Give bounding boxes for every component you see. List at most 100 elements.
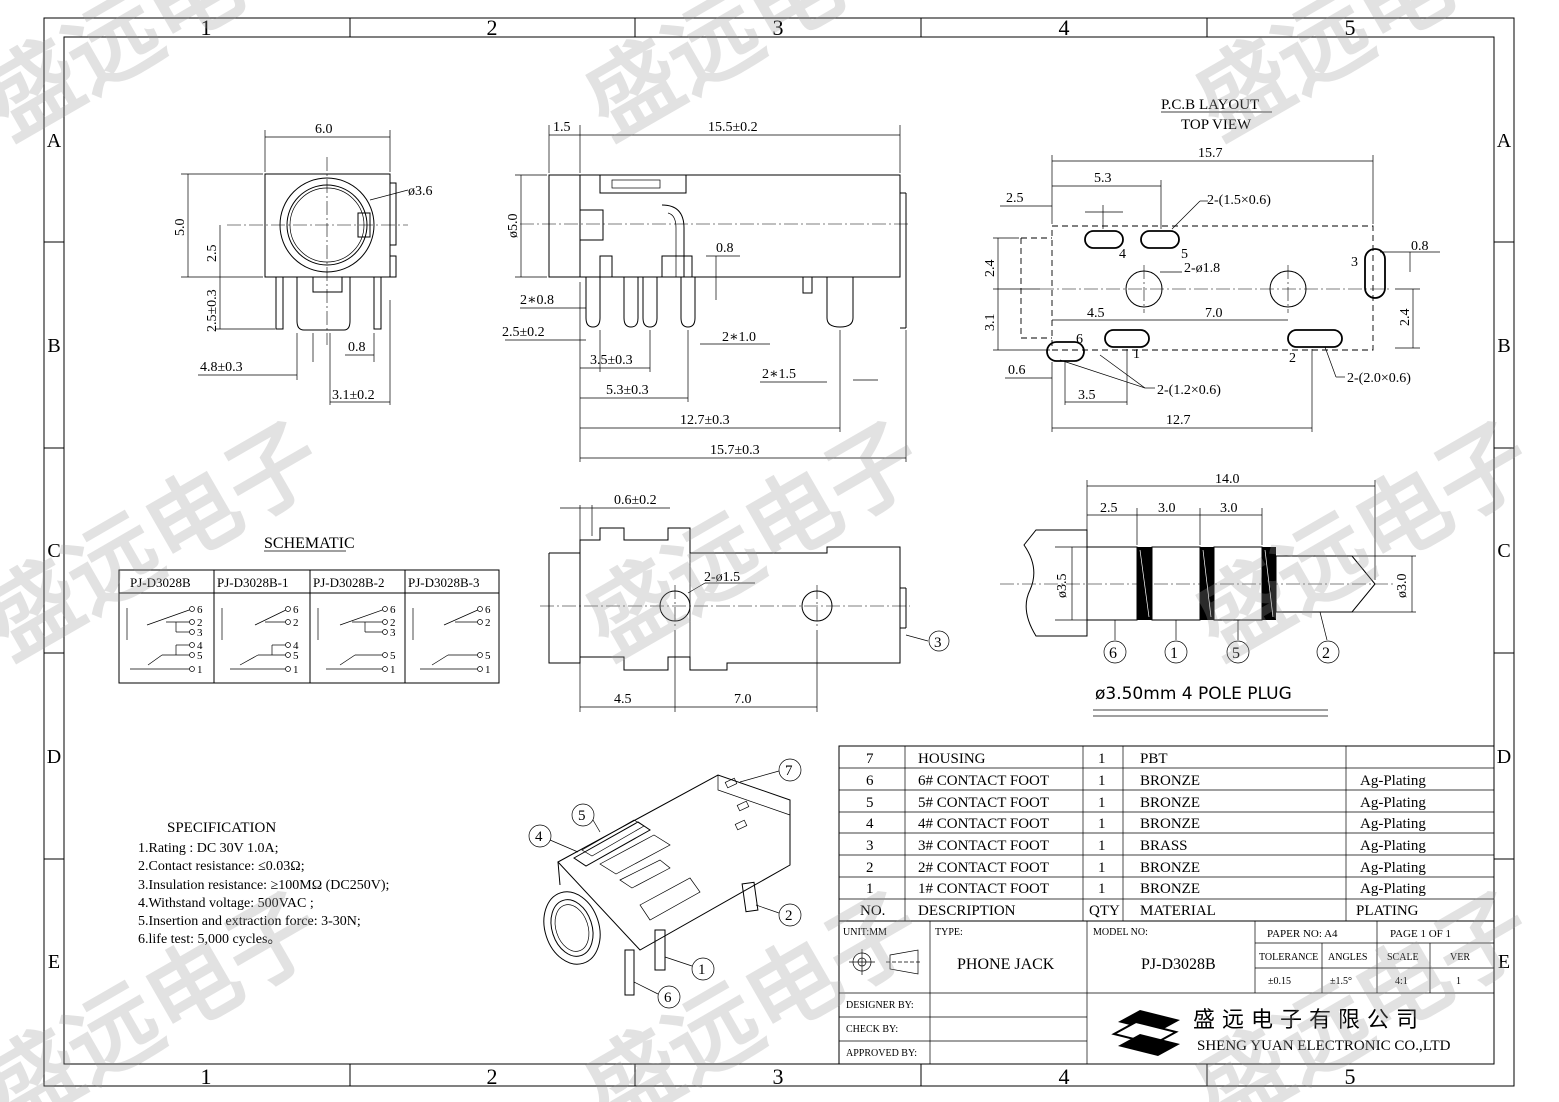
spec-item: 5.Insertion and extraction force: 3-30N;: [138, 914, 361, 929]
dim-label: 0.6±0.2: [614, 493, 657, 508]
bom-header-desc: DESCRIPTION: [918, 903, 1016, 919]
bom-mat: BRONZE: [1140, 773, 1200, 789]
schematic-model: PJ-D3028B-1: [217, 575, 289, 590]
pin-label: 2: [390, 617, 396, 629]
bom-row: 3 3# CONTACT FOOT 1 BRASS Ag-Plating: [866, 838, 1426, 854]
projection-symbol-icon: [849, 949, 922, 975]
pin-label: 4: [197, 640, 203, 652]
paper-no: PAPER NO: A4: [1267, 928, 1338, 940]
callout-number: 3: [934, 635, 942, 651]
col-label: 5: [1345, 15, 1356, 40]
dim-label: 3.5±0.3: [590, 353, 633, 368]
side-view-dims: 1.5 15.5±0.2 ø5.0 0.8 2∗0.8 2.5±0.2 3.5±…: [502, 120, 796, 458]
bom-desc: 5# CONTACT FOOT: [918, 795, 1049, 811]
row-label: C: [1497, 540, 1510, 562]
dim-label: 2.5: [1100, 501, 1118, 516]
col-label: 4: [1059, 1064, 1070, 1089]
scale-label: SCALE: [1387, 952, 1419, 963]
bom-mat: PBT: [1140, 751, 1168, 767]
bom-desc: 4# CONTACT FOOT: [918, 816, 1049, 832]
col-label: 2: [487, 15, 498, 40]
plug-caption: ø3.50mm 4 POLE PLUG: [1095, 684, 1292, 704]
bom-no: 2: [866, 860, 874, 876]
title-block-text: UNIT:MM TYPE: PHONE JACK MODEL NO: PJ-D3…: [843, 927, 1470, 1059]
bom-qty: 1: [1098, 838, 1106, 854]
dim-label: 0.6: [1008, 363, 1026, 378]
bom-qty: 1: [1098, 816, 1106, 832]
scale-value: 4:1: [1395, 976, 1408, 987]
col-label: 4: [1059, 15, 1070, 40]
dim-label: 2-ø1.5: [704, 570, 740, 585]
company-name-en: SHENG YUAN ELECTRONIC CO.,LTD: [1197, 1038, 1451, 1054]
bom-qty: 1: [1098, 751, 1106, 767]
row-label: D: [1497, 746, 1511, 768]
row-label: A: [1497, 130, 1512, 152]
bom-plating: Ag-Plating: [1360, 773, 1426, 789]
pin-label: 4: [1119, 247, 1126, 262]
dim-label: ø3.6: [408, 184, 433, 199]
dim-label: ø3.5: [1055, 574, 1070, 599]
pin-label: 1: [485, 664, 491, 676]
bom-header: NO. DESCRIPTION QTY MATERIAL PLATING: [860, 903, 1419, 919]
dim-label: 0.8: [348, 340, 366, 355]
row-label: E: [1498, 951, 1510, 973]
dim-label: 15.7: [1198, 146, 1223, 161]
dim-label: 2-(1.5×0.6): [1207, 193, 1271, 208]
side-view: [505, 125, 910, 462]
bom-header-mat: MATERIAL: [1140, 903, 1216, 919]
pin-label: 5: [293, 650, 299, 662]
bom-mat: BRONZE: [1140, 795, 1200, 811]
bom-desc: 6# CONTACT FOOT: [918, 773, 1049, 789]
dim-label: 7.0: [1205, 306, 1223, 321]
pcb-subtitle: TOP VIEW: [1181, 117, 1252, 133]
dim-label: 15.5±0.2: [708, 120, 758, 135]
watermark-text: 盛远电子: [0, 0, 340, 159]
callout-number: 2: [785, 908, 793, 924]
bom-qty: 1: [1098, 773, 1106, 789]
dim-label: 3.0: [1158, 501, 1176, 516]
dim-label: ø5.0: [506, 214, 521, 239]
pin-label: 2: [197, 617, 203, 629]
pin-label: 6: [293, 604, 299, 616]
dim-label: 3.5: [1078, 388, 1096, 403]
bom-row: 7 HOUSING 1 PBT: [866, 751, 1168, 767]
pin-label: 1: [293, 664, 299, 676]
bom-mat: BRONZE: [1140, 816, 1200, 832]
pin-label: 3: [390, 627, 396, 639]
pin-label: 5: [197, 650, 203, 662]
spec-item: 2.Contact resistance: ≤0.03Ω;: [138, 859, 305, 874]
dim-label: 2.5: [1006, 191, 1024, 206]
callout-number: 1: [698, 962, 706, 978]
schematic-model: PJ-D3028B-2: [313, 575, 385, 590]
bom-row: 6 6# CONTACT FOOT 1 BRONZE Ag-Plating: [866, 773, 1426, 789]
col-label: 5: [1345, 1064, 1356, 1089]
front-view-dims: 6.0 ø3.6 5.0 2.5 2.5±0.3 4.8±0.3 0.8 3.1…: [173, 122, 433, 403]
dim-label: 3.1±0.2: [332, 388, 375, 403]
pcb-title: P.C.B LAYOUT: [1161, 97, 1259, 113]
schematic-title: SCHEMATIC: [264, 535, 355, 552]
callout-number: 7: [785, 763, 793, 779]
pin-label: 1: [390, 664, 396, 676]
row-label: A: [47, 130, 62, 152]
schematic-table: SCHEMATIC: [118, 535, 500, 684]
row-label: B: [47, 335, 60, 357]
check-label: CHECK BY:: [846, 1024, 898, 1035]
bom-plating: Ag-Plating: [1360, 860, 1426, 876]
dim-label: 2∗0.8: [520, 293, 554, 308]
dim-label: ø3.0: [1395, 574, 1410, 599]
designer-label: DESIGNER BY:: [846, 1000, 914, 1011]
bom-mat: BRASS: [1140, 838, 1188, 854]
col-label: 2: [487, 1064, 498, 1089]
dim-label: 5.3: [1094, 171, 1112, 186]
dim-label: 2-(2.0×0.6): [1347, 371, 1411, 386]
specification: SPECIFICATION 1.Rating : DC 30V 1.0A; 2.…: [138, 820, 389, 947]
bottom-view: [540, 505, 950, 712]
dim-label: 0.8: [716, 241, 734, 256]
col-label: 1: [201, 1064, 212, 1089]
bom-mat: BRONZE: [1140, 860, 1200, 876]
schematic-model: PJ-D3028B-3: [408, 575, 480, 590]
pin-label: 6: [390, 604, 396, 616]
dim-label: 2.5±0.2: [502, 325, 545, 340]
tolerance-label: TOLERANCE: [1259, 952, 1318, 963]
dim-label: 1.5: [553, 120, 571, 135]
